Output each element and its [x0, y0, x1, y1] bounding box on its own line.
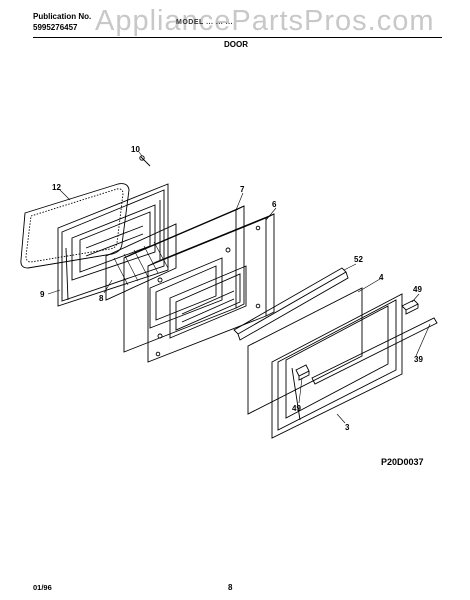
callout-9: 9: [40, 290, 45, 299]
callout-3: 3: [345, 423, 350, 432]
door-gasket-part: [20, 183, 130, 269]
inner-door-frame-part: [57, 183, 169, 307]
inner-glass-part: [105, 223, 177, 301]
callout-10: 10: [131, 145, 140, 154]
figure-code: P20D0037: [381, 457, 424, 467]
callout-52: 52: [354, 255, 363, 264]
door-trim-part: [233, 267, 349, 341]
section-title: DOOR: [224, 40, 248, 49]
callout-39: 39: [414, 355, 423, 364]
outer-glass-part: [247, 287, 363, 415]
header-rule: [33, 37, 442, 38]
footer-page-number: 8: [228, 583, 233, 592]
handle-cap-lower-part: [295, 364, 310, 381]
callout-4: 4: [379, 273, 384, 282]
callout-7: 7: [240, 185, 245, 194]
callout-12: 12: [52, 183, 61, 192]
door-handle-part: [311, 317, 438, 385]
callout-49-lower: 49: [292, 404, 301, 413]
outer-door-frame-part: [271, 293, 403, 439]
leader-lines: [47, 151, 431, 424]
watermark: AppliancePartsPros.com: [95, 5, 435, 37]
model-text: MODEL ... ... ...: [176, 19, 233, 26]
callout-6: 6: [272, 200, 277, 209]
screw-part: [139, 155, 151, 167]
publication-label: Publication No.: [33, 12, 92, 21]
publication-number: 5995276457: [33, 23, 78, 32]
callout-49-upper: 49: [413, 285, 422, 294]
handle-cap-upper-part: [401, 299, 419, 315]
door-liner-part: [123, 205, 245, 353]
footer-date: 01/96: [33, 583, 52, 592]
inner-door-panel-part: [147, 213, 275, 363]
callout-8: 8: [99, 294, 104, 303]
